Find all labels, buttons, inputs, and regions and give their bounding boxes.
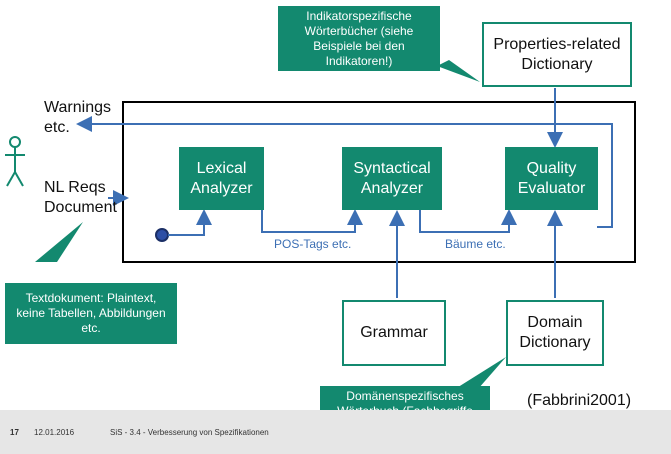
warnings-label: Warnings etc. xyxy=(44,99,111,136)
footer-title: SiS - 3.4 - Verbesserung von Spezifikati… xyxy=(110,428,269,437)
top-callout: Indikatorspezifische Wörterbücher (siehe… xyxy=(278,6,440,71)
properties-dictionary-box: Properties-related Dictionary xyxy=(482,22,632,87)
slide-footer xyxy=(0,410,671,454)
grammar-box: Grammar xyxy=(342,300,446,366)
quality-evaluator-box: Quality Evaluator xyxy=(505,147,598,210)
lexical-analyzer-box: Lexical Analyzer xyxy=(179,147,264,210)
citation: (Fabbrini2001) xyxy=(527,392,632,409)
footer-date: 12.01.2016 xyxy=(34,428,75,437)
top-callout-pointer xyxy=(437,60,480,82)
system-frame xyxy=(122,101,636,263)
nl-reqs-label: NL Reqs Document xyxy=(44,179,117,216)
syntactical-analyzer-box: Syntactical Analyzer xyxy=(342,147,442,210)
actor-icon xyxy=(5,136,25,187)
footer-page-number: 17 xyxy=(10,428,19,437)
syntactical-to-quality-arrow xyxy=(419,209,517,233)
lexical-to-syntactical-arrow xyxy=(261,209,363,233)
warnings-feedback-arrow xyxy=(76,116,613,228)
left-callout-pointer xyxy=(35,222,83,262)
start-node xyxy=(155,228,169,242)
pos-tags-label: POS-Tags etc. xyxy=(274,237,352,251)
left-callout: Textdokument: Plaintext, keine Tabellen,… xyxy=(5,283,177,344)
bottom-callout-pointer xyxy=(455,357,506,389)
domain-dictionary-box: Domain Dictionary xyxy=(506,300,604,366)
trees-label: Bäume etc. xyxy=(445,237,506,251)
